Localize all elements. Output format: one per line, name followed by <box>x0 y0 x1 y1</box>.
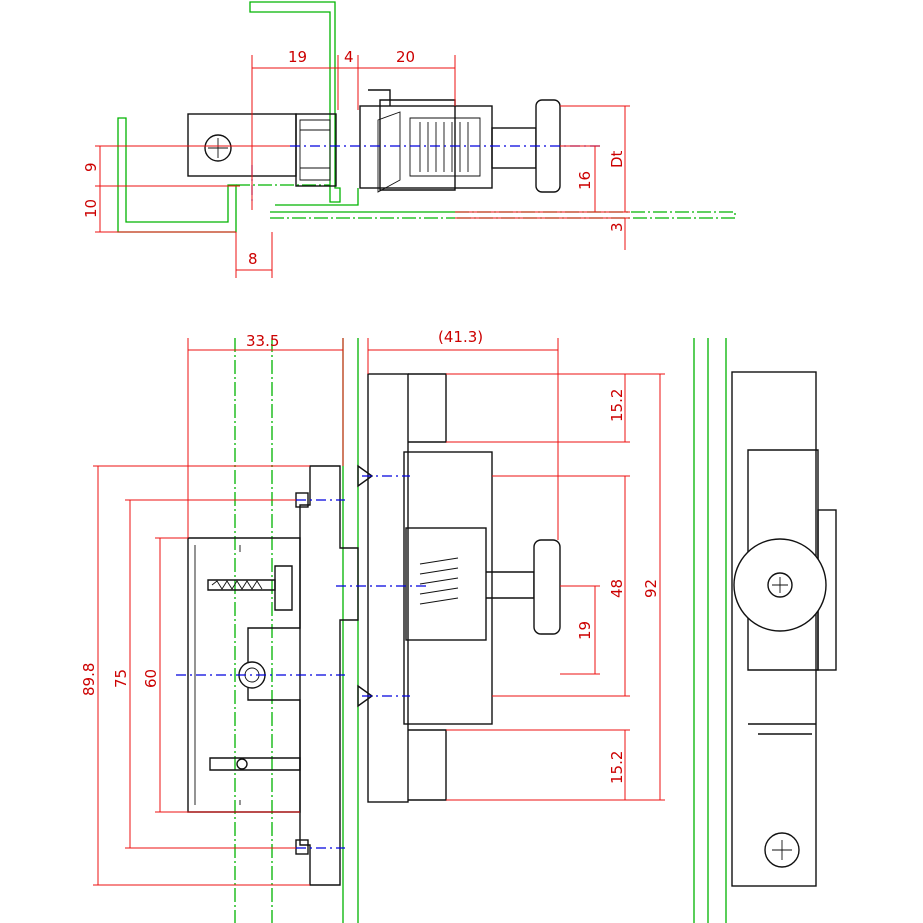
top-view: 19 4 20 9 10 8 16 Dt 3 <box>82 1 736 278</box>
strike-plate <box>367 373 409 803</box>
dim-48-label: 48 <box>608 579 626 598</box>
strike-wedge <box>377 111 401 193</box>
green-ref-right <box>693 338 727 923</box>
front-view: 33.5 (41.3) 15.2 15.2 48 92 19 89.8 75 6… <box>80 328 837 923</box>
strike-top-block <box>408 373 447 443</box>
latch-housing <box>187 113 297 177</box>
spring-coils-front <box>419 557 459 605</box>
dim-33-5-label: 33.5 <box>246 332 279 350</box>
dim-33-5 <box>187 338 344 538</box>
strike-bracket <box>368 89 456 191</box>
dim-3-top: 3 <box>608 222 626 232</box>
strike-housing <box>403 451 493 725</box>
dim-ext-front-right <box>446 373 665 801</box>
dim-15-2-top-label: 15.2 <box>608 389 626 422</box>
screw-marks <box>357 464 374 708</box>
latch-case-inner <box>194 545 241 805</box>
frame-bottom <box>270 188 455 213</box>
screw-cross <box>208 138 228 158</box>
plunger-shaft <box>491 127 537 169</box>
green-ref-mid <box>342 338 359 923</box>
dim-8 <box>235 232 273 278</box>
dim-4-top: 4 <box>344 48 354 66</box>
dim-lines-front-left <box>97 466 161 885</box>
spring-box <box>409 117 481 177</box>
mount-tab-bottom <box>295 839 309 855</box>
dim-19-front-label: 19 <box>576 621 594 640</box>
upper-spring-coils <box>211 580 263 590</box>
spring-coils <box>419 122 469 172</box>
dim-ext-left <box>95 145 290 233</box>
upper-tab <box>274 565 293 611</box>
dim-ext-top <box>251 55 456 210</box>
plate-profile <box>455 211 736 219</box>
dim-75-label: 75 <box>112 669 130 688</box>
front-centerlines <box>176 475 430 849</box>
side-screw-bottom-cross <box>772 840 792 860</box>
dim-20-top: 20 <box>396 48 415 66</box>
dim-ext-right <box>455 105 630 219</box>
latch-plate <box>299 465 359 886</box>
latch-block <box>295 113 337 187</box>
dim-19-top: 19 <box>288 48 307 66</box>
dim-lines-front-right <box>594 374 661 800</box>
dim-60-label: 60 <box>142 669 160 688</box>
dim-92-label: 92 <box>642 579 660 598</box>
side-screw-top-cross <box>772 577 788 593</box>
frame-profile-top <box>249 1 341 203</box>
latch-inner <box>299 119 331 181</box>
dim-ext-19 <box>560 585 600 675</box>
dim-8-top: 8 <box>248 250 258 268</box>
lower-pin-head <box>236 758 248 770</box>
dim-41-3 <box>367 338 559 540</box>
strike-bottom-block <box>408 729 447 801</box>
spring-cage <box>405 527 487 641</box>
dim-89-8-label: 89.8 <box>80 663 98 696</box>
dim-16-top: 16 <box>576 171 594 190</box>
plunger-front <box>486 571 535 599</box>
dim-ext-front-left <box>93 465 310 886</box>
side-wedge <box>748 723 816 735</box>
side-body <box>731 371 817 887</box>
dim-15-2-bottom-label: 15.2 <box>608 751 626 784</box>
knob-front <box>533 539 561 635</box>
dim-9-top: 9 <box>82 162 100 172</box>
dim-41-3-label: (41.3) <box>438 328 483 346</box>
dim-10-top: 10 <box>82 199 100 218</box>
lower-pin <box>209 757 301 771</box>
dim-dt-top: Dt <box>608 150 626 168</box>
dim-lines-right <box>594 106 626 250</box>
green-ref-left <box>234 338 273 923</box>
